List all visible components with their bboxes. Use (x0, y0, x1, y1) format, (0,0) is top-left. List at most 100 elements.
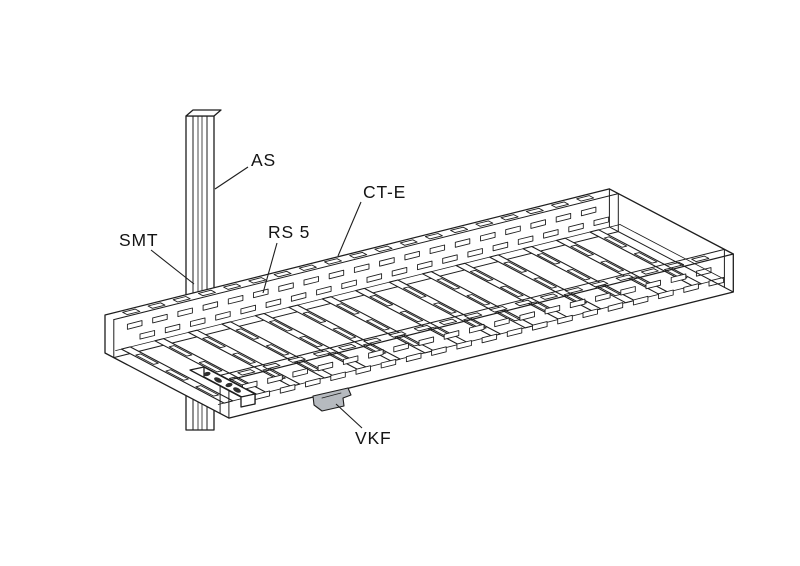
rail-slot (265, 298, 282, 309)
label-rs-5: RS 5 (268, 222, 310, 242)
rs-5-leader-line (262, 242, 278, 294)
rail-slot (316, 285, 332, 296)
rail-slot (505, 225, 521, 236)
flange-slot (312, 350, 331, 357)
rung-slot (202, 336, 226, 349)
rail-slot (190, 317, 206, 327)
flange-slot (324, 258, 342, 265)
callout-as: AS (214, 150, 276, 190)
rung-slot (265, 344, 290, 356)
flange-slot (424, 233, 443, 240)
near-rail-top-edge (228, 253, 734, 381)
flange-slot (147, 302, 166, 309)
label-as: AS (251, 150, 276, 170)
flange-slot (525, 207, 544, 215)
rail-slot (443, 330, 460, 340)
flange-slot (489, 306, 508, 313)
rung-slot (399, 310, 424, 323)
rail-slot (303, 276, 319, 286)
flange-slot (413, 324, 432, 332)
rail-slot (492, 241, 509, 252)
flange-slot (223, 283, 242, 290)
rail-slot (481, 333, 498, 344)
rail-slot (152, 313, 168, 324)
rung-slot (269, 320, 293, 332)
flange-slot (298, 264, 317, 271)
label-vkf: VKF (355, 428, 391, 448)
rail-slot (670, 273, 687, 283)
rung-slot (299, 335, 323, 348)
rail-slot (202, 301, 219, 311)
as-leader-line (214, 166, 249, 190)
rail-slot (418, 336, 435, 347)
rail-slot (683, 283, 699, 293)
rung-slot (503, 261, 527, 273)
rail-slot (227, 294, 244, 305)
smt-leader-line (150, 249, 195, 285)
rail-slot (569, 298, 586, 309)
clamp-body (312, 387, 352, 412)
rung-slot (198, 360, 223, 373)
flange-slot (388, 331, 407, 338)
rung-slot (165, 369, 189, 381)
right-end-bottom-edge (608, 226, 734, 293)
flange-slot (640, 268, 659, 275)
rail-slot (580, 206, 597, 217)
rail-slot (480, 231, 496, 242)
rail-slot (543, 229, 559, 239)
bracket-hole (233, 387, 241, 393)
rail-slot (620, 286, 636, 296)
rail-slot (341, 279, 357, 290)
rail-slot (467, 248, 483, 258)
rail-slot (405, 352, 422, 363)
rail-slot (593, 216, 610, 227)
rung-slot (232, 352, 256, 364)
rail-slot (278, 282, 294, 292)
label-smt: SMT (119, 230, 158, 250)
flange-slot (590, 280, 609, 288)
bracket-bolt (225, 382, 233, 388)
flange-slot (399, 239, 418, 246)
rail-slot (290, 292, 307, 302)
rail-slot (429, 244, 446, 255)
flange-slot (248, 277, 267, 284)
rail-slot (267, 374, 283, 384)
callout-smt: SMT (119, 230, 195, 285)
flange-slot (363, 337, 382, 344)
rail-slot (506, 327, 523, 337)
rung-slot (332, 327, 357, 339)
rail-slot (517, 235, 534, 245)
vkf-clamp (312, 387, 352, 412)
rail-slot (454, 238, 471, 248)
rail-slot (494, 317, 510, 328)
flange-slot (450, 226, 469, 234)
callouts: AS CT-E RS 5 SMT VKF (119, 150, 405, 448)
rung-slot (135, 353, 159, 365)
callout-rs-5: RS 5 (262, 222, 310, 294)
flange-slot (338, 343, 357, 351)
rung-slot (403, 286, 427, 298)
rail-slot (417, 260, 433, 271)
callout-ct-e: CT-E (337, 182, 405, 257)
rung-slot (533, 277, 557, 289)
rail-slot (292, 368, 308, 378)
rung-slot (168, 345, 193, 357)
rail-slot (379, 257, 395, 267)
rail-slot (708, 276, 725, 287)
rail-slot (380, 358, 397, 369)
rail-slot (164, 323, 181, 334)
flange-slot (273, 270, 292, 278)
far-flange-inner-edge (113, 193, 619, 321)
rung-slot (336, 303, 360, 315)
flange-slot (539, 293, 558, 300)
rail-slot (530, 219, 546, 229)
rail-slot (355, 365, 371, 375)
flange-slot (439, 318, 458, 326)
rail-slot (215, 311, 231, 321)
rung-slot (469, 269, 494, 282)
rail-slot (279, 384, 296, 394)
bracket-hole (214, 377, 222, 383)
near-flange-inner-edge (219, 248, 725, 376)
rail-slot (368, 349, 384, 359)
